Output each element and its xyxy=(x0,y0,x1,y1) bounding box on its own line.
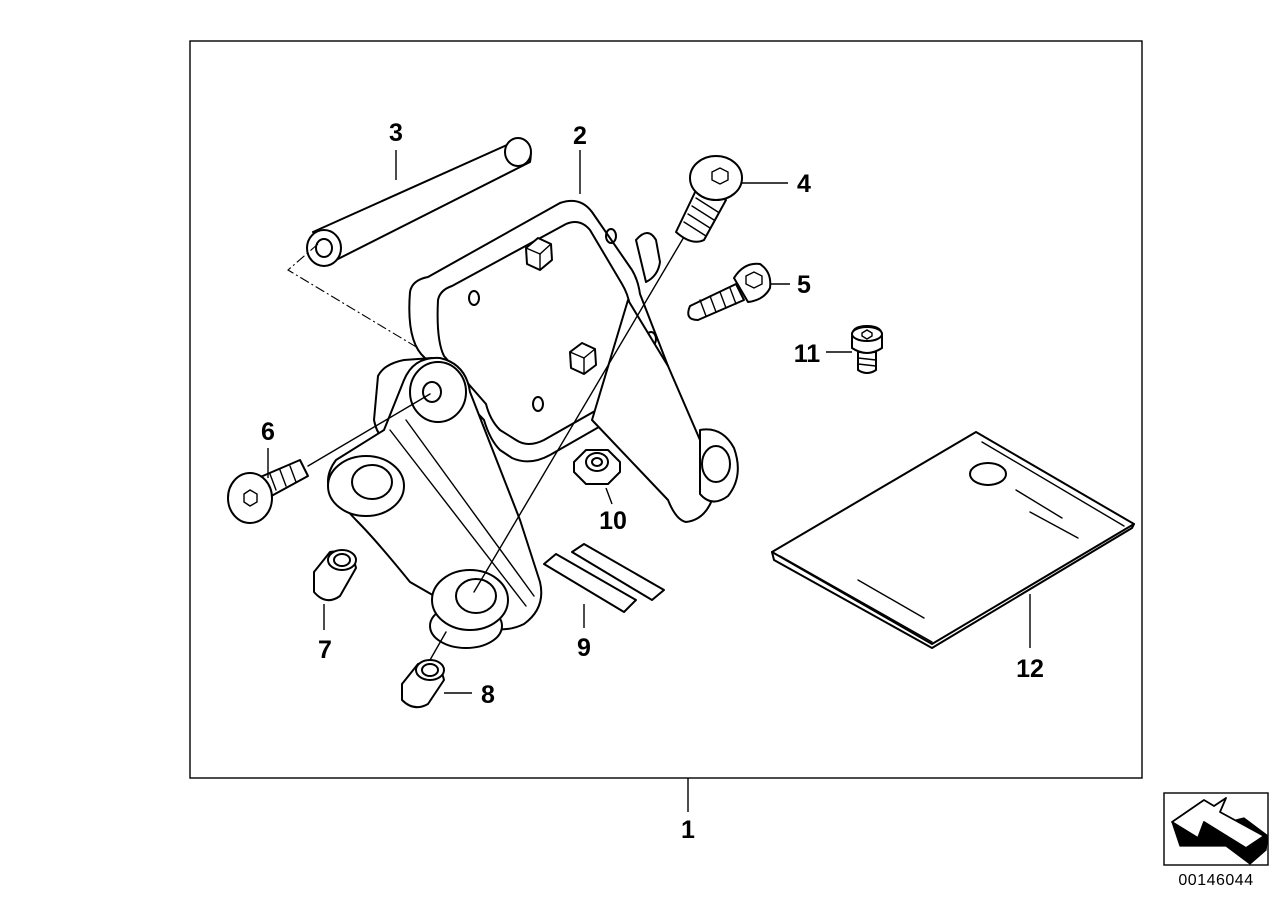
part-2-bracket[interactable] xyxy=(327,199,739,649)
part-label-4: 4 xyxy=(797,170,811,198)
assembly-frame xyxy=(189,40,1143,779)
part-6-screw[interactable] xyxy=(227,459,309,524)
part-12-booklet[interactable] xyxy=(771,431,1135,649)
part-label-3: 3 xyxy=(389,119,403,147)
direction-arrow-icon xyxy=(1163,792,1269,866)
part-label-10: 10 xyxy=(599,507,627,535)
part-label-11: 11 xyxy=(794,340,821,368)
leader-10 xyxy=(605,487,613,505)
part-label-8: 8 xyxy=(481,681,495,709)
part-3-tube[interactable] xyxy=(306,137,532,267)
part-label-2: 2 xyxy=(573,122,587,150)
catalog-code: 00146044 xyxy=(1178,872,1253,889)
part-10-nut[interactable] xyxy=(573,449,621,485)
part-7-sleeve[interactable] xyxy=(313,549,357,602)
part-4-screw[interactable] xyxy=(675,155,743,243)
part-label-9: 9 xyxy=(577,634,591,662)
part-label-6: 6 xyxy=(261,418,275,446)
part-label-7: 7 xyxy=(318,636,332,664)
part-8-sleeve[interactable] xyxy=(401,659,445,709)
part-9-strips[interactable] xyxy=(543,543,665,613)
part-5-screw[interactable] xyxy=(687,262,772,321)
part-label-1: 1 xyxy=(681,816,695,844)
part-label-5: 5 xyxy=(797,271,811,299)
part-11-screw[interactable] xyxy=(851,325,883,374)
part-label-12: 12 xyxy=(1016,655,1044,683)
